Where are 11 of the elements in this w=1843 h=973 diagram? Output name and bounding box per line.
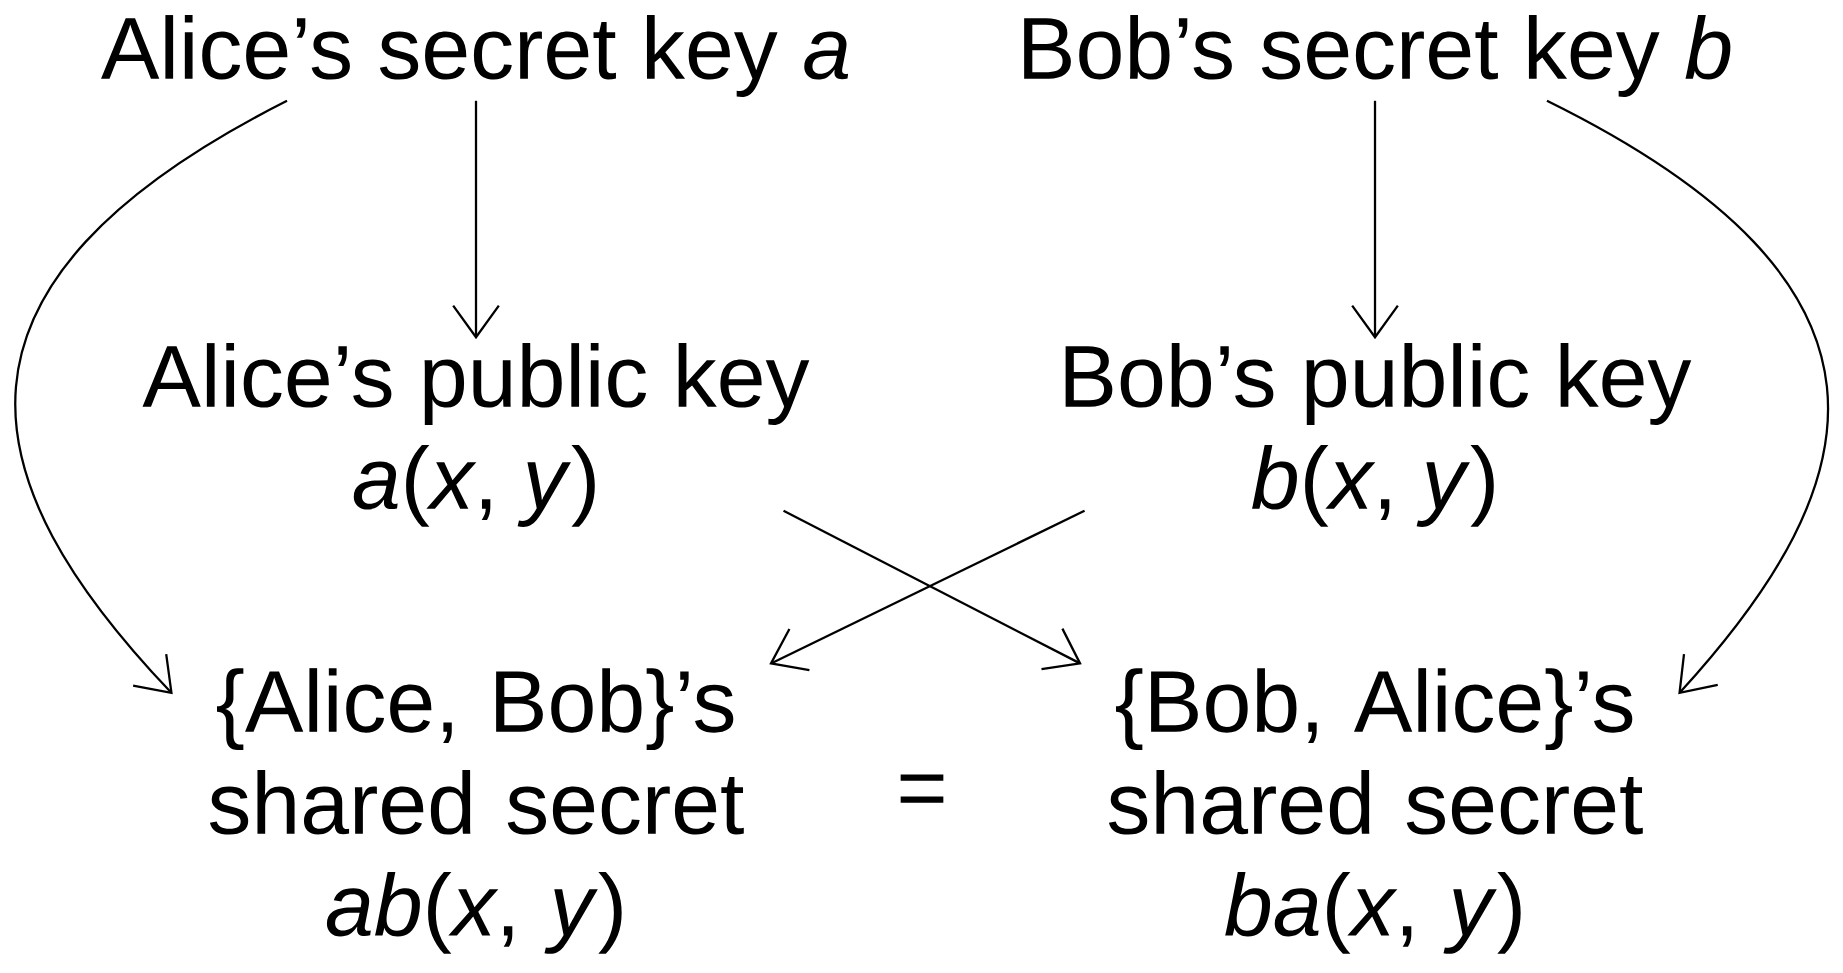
node-text: Bob’s secret key b bbox=[1024, 15, 1731, 97]
node-text: {Alice, Bob}’s shared secret ab(x, y) bbox=[209, 668, 744, 954]
equals-sign: = bbox=[900, 774, 944, 803]
node-text: {Bob, Alice}’s shared secret ba(x, y) bbox=[1108, 668, 1643, 954]
node-text: Alice’s secret key a bbox=[101, 15, 849, 97]
arrow bbox=[15, 99, 288, 695]
arrow bbox=[1546, 99, 1829, 695]
arrow bbox=[1351, 100, 1399, 340]
node-text: Alice’s public key a(x, y) bbox=[142, 343, 810, 527]
arrow bbox=[452, 100, 500, 340]
node-text: Bob’s public key b(x, y) bbox=[1065, 343, 1692, 527]
